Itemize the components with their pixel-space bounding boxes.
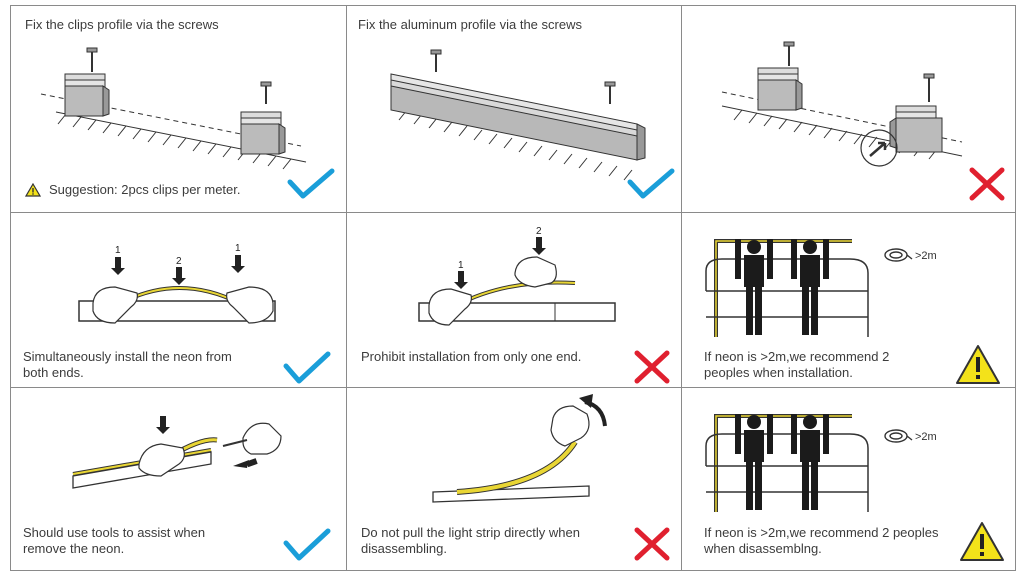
- clip-left: [757, 41, 803, 111]
- cell-caption: Fix the aluminum profile via the screws: [358, 17, 582, 32]
- worker-2: [791, 239, 829, 335]
- barrier: [705, 433, 869, 512]
- right-hand: [514, 256, 557, 288]
- neon-coil-icon: [884, 248, 913, 262]
- cell-caption: Should use tools to assist when remove t…: [23, 525, 263, 557]
- caption-line: both ends.: [23, 365, 84, 380]
- cross-icon: [634, 350, 670, 384]
- divider: [346, 6, 347, 570]
- cell-install-one-end: 1 2 Prohibit installation from only one …: [347, 213, 681, 387]
- neon-strip: [456, 440, 577, 494]
- hatching: [398, 109, 633, 181]
- length-label: >2m: [915, 431, 937, 443]
- caption-line: remove the neon.: [23, 541, 125, 556]
- caption-line: peoples when installation.: [704, 365, 853, 380]
- divider: [11, 212, 1015, 213]
- clip-left: [64, 47, 110, 117]
- aluminum-profile: [390, 73, 646, 161]
- two-people-illustration: >2m: [705, 239, 937, 337]
- caption-line: Do not pull the light strip directly whe…: [361, 525, 580, 540]
- length-label: >2m: [915, 250, 937, 262]
- hatching: [57, 113, 292, 170]
- right-hand: [242, 422, 282, 455]
- suggestion-note: Suggestion: 2pcs clips per meter.: [25, 182, 241, 197]
- step-label: 1: [115, 245, 121, 256]
- left-hand: [92, 286, 138, 324]
- cell-clips-profile: Fix the clips profile via the screws: [11, 6, 346, 212]
- tool: [222, 439, 248, 447]
- caption-line: Simultaneously install the neon from: [23, 349, 232, 364]
- clip-right: [240, 81, 286, 155]
- divider: [681, 6, 682, 570]
- caption-line: Should use tools to assist when: [23, 525, 206, 540]
- caption-line: If neon is >2m,we recommend 2 peoples: [704, 525, 939, 540]
- suggestion-text: Suggestion: 2pcs clips per meter.: [49, 182, 241, 197]
- step-label: 2: [536, 226, 542, 237]
- step-label: 2: [176, 256, 182, 267]
- cell-caption: Prohibit installation from only one end.: [361, 349, 582, 364]
- clips-illustration: [40, 47, 307, 170]
- neon-coil-icon: [884, 429, 913, 443]
- check-icon: [287, 168, 335, 199]
- neon-strip: [456, 281, 576, 306]
- cell-two-people-disassemble: >2m If neon is >2m,we recommend 2 people…: [682, 388, 1017, 572]
- aluminum-illustration: [390, 49, 646, 181]
- barrier: [705, 258, 869, 337]
- caption-line: disassembling.: [361, 541, 447, 556]
- check-icon: [283, 528, 331, 561]
- cell-caption: Simultaneously install the neon from bot…: [23, 349, 263, 381]
- highlight-circle: [860, 129, 898, 167]
- cell-caption: If neon is >2m,we recommend 2 peoples wh…: [704, 525, 964, 557]
- worker-1: [735, 414, 773, 510]
- cell-do-not-pull: Do not pull the light strip directly whe…: [347, 388, 681, 572]
- instruction-grid: Fix the clips profile via the screws: [10, 5, 1016, 571]
- worker-1: [735, 239, 773, 335]
- warning-icon: [956, 345, 1000, 384]
- divider: [11, 387, 1015, 388]
- cell-caption: If neon is >2m,we recommend 2 peoples wh…: [704, 349, 944, 381]
- cell-caption: Fix the clips profile via the screws: [25, 17, 219, 32]
- cell-two-people-install: >2m If neon is >2m,we recommend 2 people…: [682, 213, 1017, 387]
- wrong-clip-illustration: [721, 41, 963, 167]
- profile: [432, 485, 590, 503]
- one-end-illustration: 1 2: [418, 226, 616, 326]
- step-label: 1: [235, 243, 241, 254]
- profile: [418, 302, 616, 322]
- pull-strip-illustration: [432, 394, 607, 503]
- warning-icon: [960, 522, 1004, 561]
- cell-caption: Do not pull the light strip directly whe…: [361, 525, 621, 557]
- left-hand: [138, 443, 185, 477]
- both-ends-illustration: 1 2 1: [78, 243, 276, 324]
- caption-line: when disassemblng.: [704, 541, 822, 556]
- cell-wrong-clip-orientation: [682, 6, 1017, 212]
- caption-line: If neon is >2m,we recommend 2: [704, 349, 890, 364]
- check-icon: [627, 168, 675, 199]
- clip-right-reversed: [889, 73, 943, 153]
- cell-aluminum-profile: Fix the aluminum profile via the screws: [347, 6, 681, 212]
- step-label: 1: [458, 260, 464, 271]
- warning-icon: [25, 182, 41, 197]
- arrow-icon: [869, 141, 887, 157]
- cross-icon: [969, 167, 1005, 201]
- cell-install-both-ends: 1 2 1 Simultaneously install the neon fr…: [11, 213, 346, 387]
- cross-icon: [634, 527, 670, 561]
- check-icon: [283, 351, 331, 384]
- right-hand: [226, 286, 274, 324]
- hand: [550, 405, 590, 447]
- tools-illustration: [72, 416, 282, 489]
- left-hand: [428, 288, 472, 326]
- worker-2: [791, 414, 829, 510]
- two-people-illustration: >2m: [705, 414, 937, 512]
- cell-use-tools: Should use tools to assist when remove t…: [11, 388, 346, 572]
